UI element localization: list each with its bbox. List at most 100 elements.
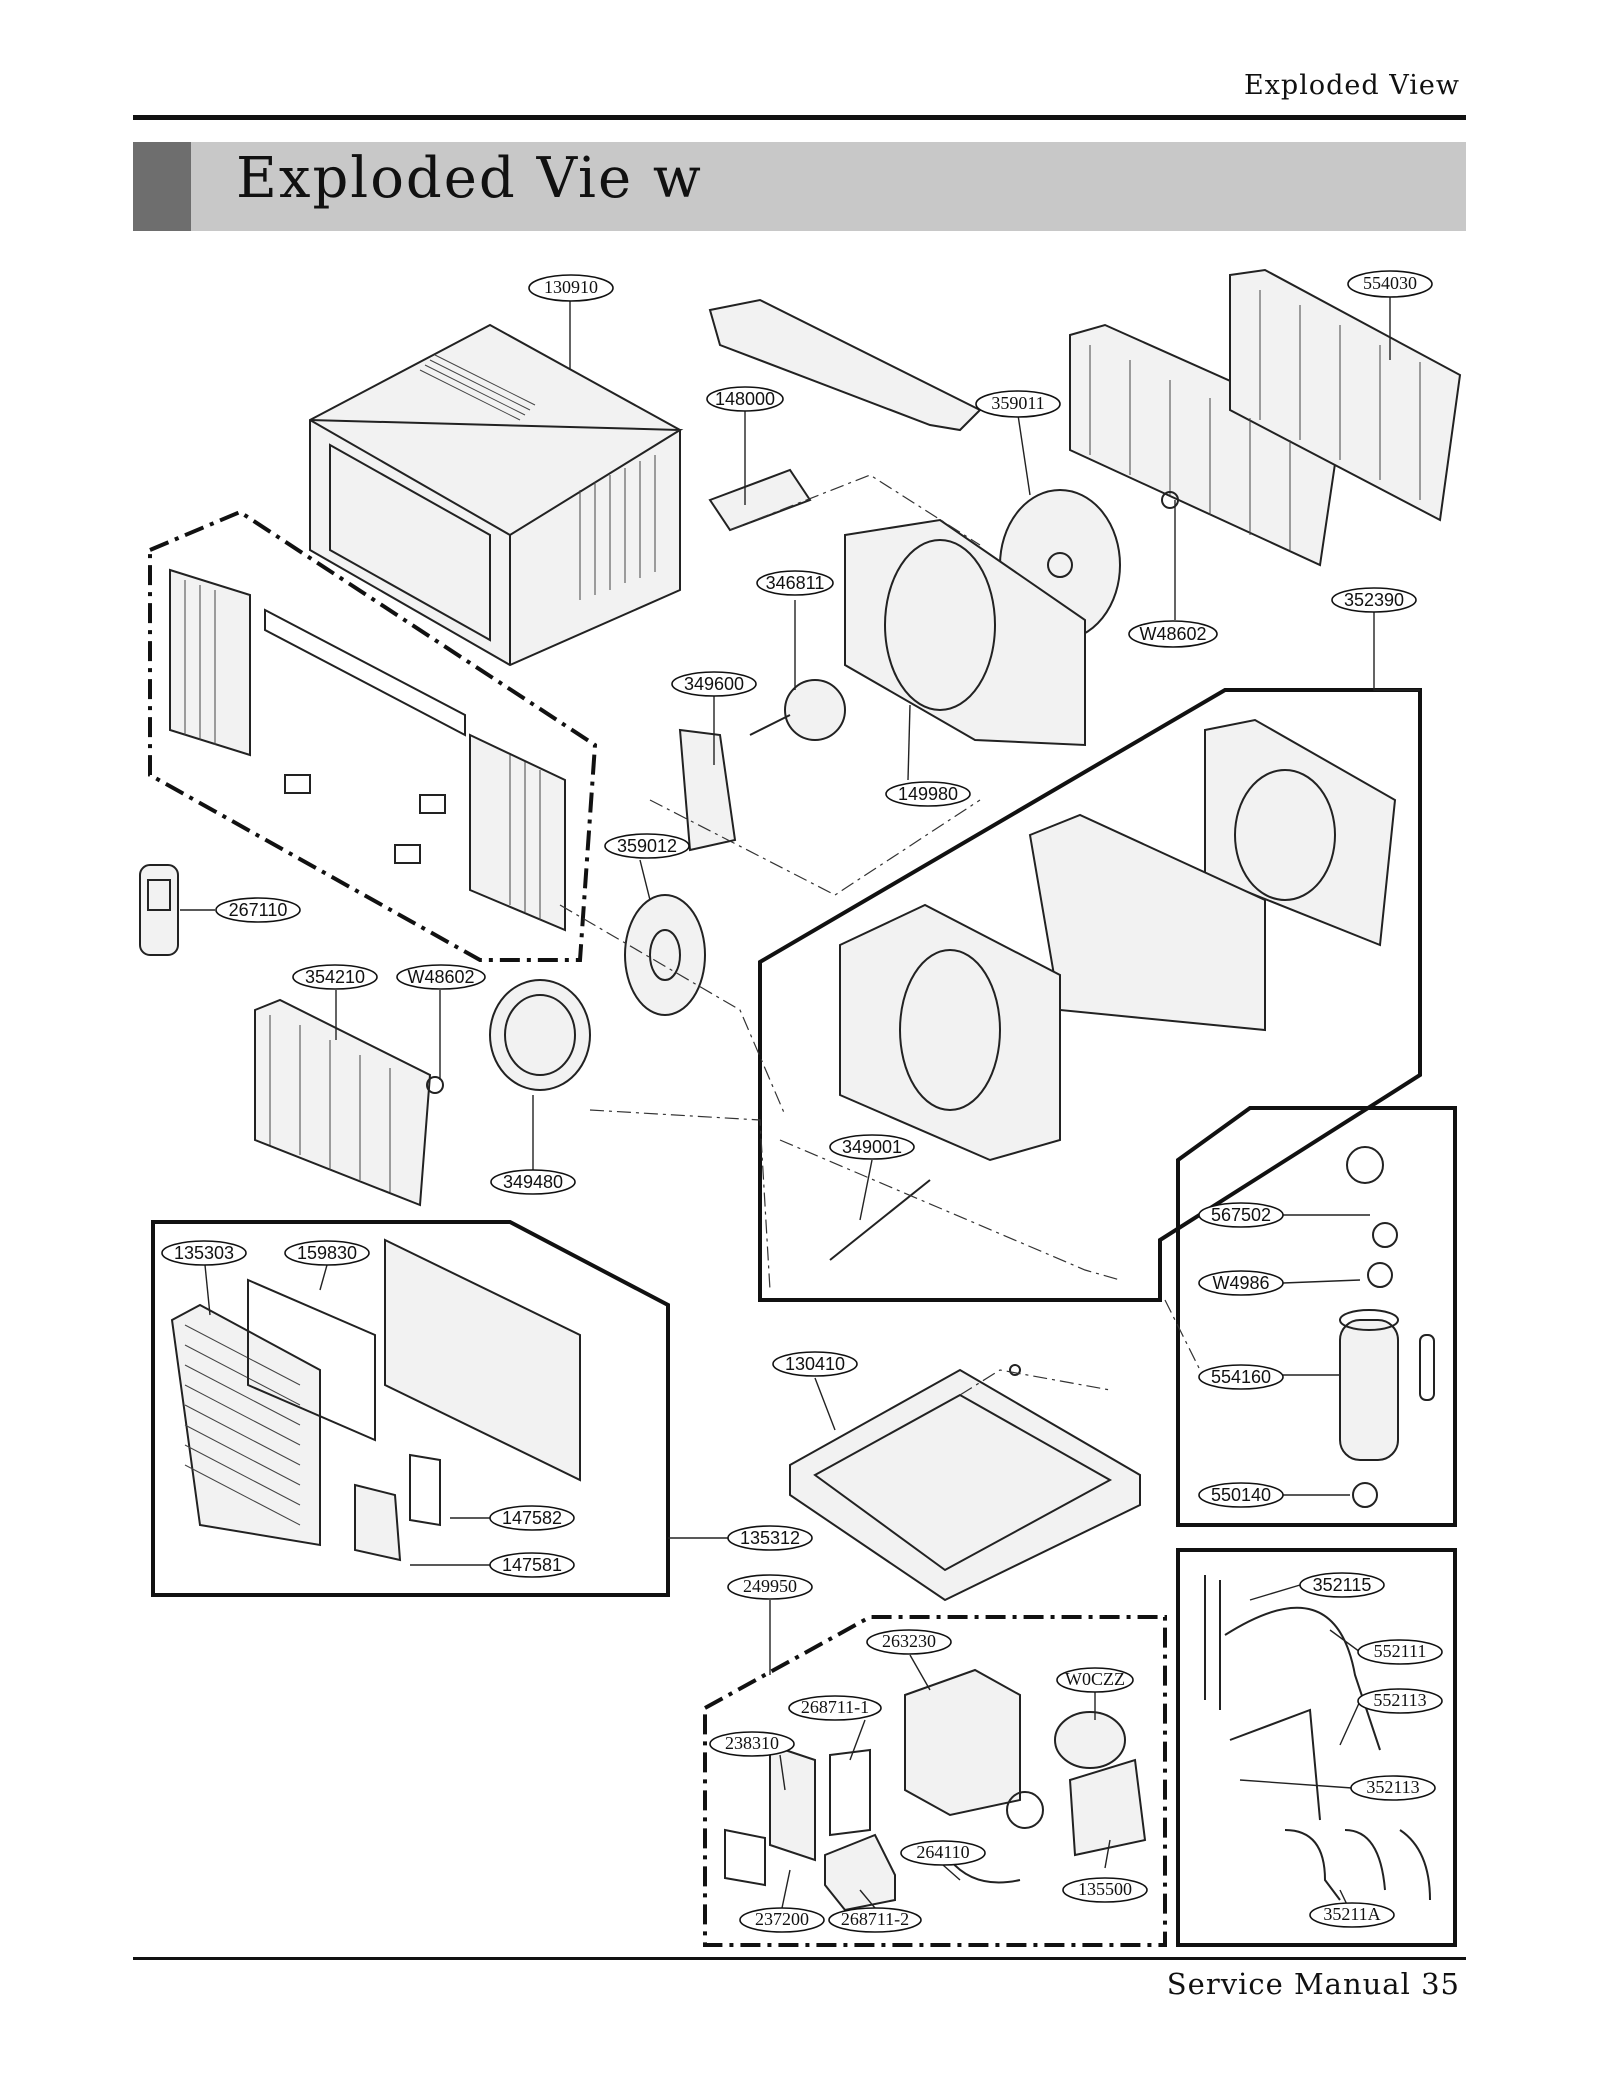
- svg-text:159830: 159830: [297, 1243, 357, 1263]
- title-banner: Exploded Vie w: [133, 142, 1466, 231]
- label-267110: 267110: [215, 897, 301, 923]
- outer-cabinet: [309, 323, 684, 667]
- label-148000: 148000: [706, 386, 784, 412]
- svg-text:147582: 147582: [502, 1508, 562, 1528]
- label-w0czz: W0CZZ: [1056, 1667, 1134, 1693]
- label-352390: 352390: [1331, 587, 1417, 613]
- label-554030: 554030: [1347, 270, 1433, 298]
- svg-text:352390: 352390: [1344, 590, 1404, 610]
- svg-text:554160: 554160: [1211, 1367, 1271, 1387]
- assembly-chain-lines: [559, 474, 1201, 1396]
- label-147582: 147582: [489, 1505, 575, 1531]
- svg-text:359011: 359011: [991, 393, 1044, 413]
- label-349600: 349600: [671, 671, 757, 697]
- svg-text:238310: 238310: [725, 1733, 779, 1753]
- svg-text:W0CZZ: W0CZZ: [1065, 1669, 1125, 1689]
- label-352113: 352113: [1350, 1775, 1436, 1801]
- svg-text:147581: 147581: [502, 1555, 562, 1575]
- svg-text:135312: 135312: [740, 1528, 800, 1548]
- svg-text:349480: 349480: [503, 1172, 563, 1192]
- label-354210: 354210: [292, 964, 378, 990]
- svg-text:552113: 552113: [1373, 1690, 1426, 1710]
- label-238310: 238310: [709, 1731, 795, 1757]
- svg-text:249950: 249950: [743, 1576, 797, 1596]
- front-grille-group: [151, 1220, 670, 1597]
- label-550140: 550140: [1198, 1482, 1284, 1508]
- piping-group: [1176, 1548, 1457, 1947]
- label-268711-2: 268711-2: [828, 1907, 922, 1933]
- svg-text:130910: 130910: [544, 277, 598, 297]
- base-pan: [789, 1364, 1141, 1602]
- svg-text:264110: 264110: [916, 1842, 969, 1862]
- label-130410: 130410: [772, 1351, 858, 1377]
- label-552111: 552111: [1357, 1639, 1443, 1665]
- page-footer: Service Manual 35: [1166, 1967, 1460, 2001]
- svg-text:268711-1: 268711-1: [801, 1697, 869, 1717]
- label-35211a: 35211A: [1309, 1902, 1395, 1928]
- svg-text:149980: 149980: [898, 784, 958, 804]
- page-section-title: Exploded View: [1244, 70, 1460, 101]
- svg-text:550140: 550140: [1211, 1485, 1271, 1505]
- leader-lines: [180, 295, 1420, 1916]
- label-147581: 147581: [489, 1552, 575, 1578]
- fan-shroud: [844, 518, 1086, 747]
- svg-text:354210: 354210: [305, 967, 365, 987]
- label-159830: 159830: [284, 1240, 370, 1266]
- label-249950: 249950: [727, 1574, 813, 1600]
- svg-text:W4986: W4986: [1212, 1273, 1269, 1293]
- label-w4986: W4986: [1198, 1270, 1284, 1296]
- banner-accent-block: [133, 142, 191, 231]
- label-567502: 567502: [1198, 1202, 1284, 1228]
- label-359012: 359012: [604, 833, 690, 859]
- top-bracket: [708, 298, 982, 532]
- label-135303: 135303: [161, 1240, 247, 1266]
- svg-text:267110: 267110: [229, 900, 288, 920]
- svg-text:W48602: W48602: [407, 967, 474, 987]
- condenser-coil: [1069, 268, 1462, 567]
- orifice-ring: [489, 979, 591, 1091]
- label-352115: 352115: [1299, 1572, 1385, 1598]
- label-552113: 552113: [1357, 1688, 1443, 1714]
- svg-text:359012: 359012: [617, 836, 677, 856]
- svg-text:349600: 349600: [684, 674, 744, 694]
- svg-text:346811: 346811: [766, 573, 825, 593]
- label-135312: 135312: [727, 1525, 813, 1551]
- label-554160: 554160: [1198, 1364, 1284, 1390]
- label-359011: 359011: [975, 390, 1061, 418]
- label-349480: 349480: [490, 1169, 576, 1195]
- air-guide-group: [758, 688, 1422, 1302]
- label-264110: 264110: [900, 1840, 986, 1866]
- blower-wheel: [624, 894, 706, 1016]
- top-rule: [133, 115, 1466, 120]
- label-130910: 130910: [528, 274, 614, 302]
- label-349001: 349001: [829, 1134, 915, 1160]
- control-box-group: [703, 1615, 1167, 1947]
- label-135500: 135500: [1062, 1877, 1148, 1903]
- label-149980: 149980: [885, 781, 971, 807]
- svg-text:W48602: W48602: [1139, 624, 1206, 644]
- svg-text:554030: 554030: [1363, 273, 1417, 293]
- label-346811: 346811: [756, 570, 834, 596]
- svg-text:130410: 130410: [785, 1354, 845, 1374]
- label-w48602-a: W48602: [1128, 620, 1218, 648]
- label-237200: 237200: [739, 1907, 825, 1933]
- side-curtain-group: [148, 509, 598, 962]
- svg-text:552111: 552111: [1374, 1641, 1427, 1661]
- svg-text:567502: 567502: [1211, 1205, 1271, 1225]
- label-w48602-b: W48602: [396, 964, 486, 990]
- label-263230: 263230: [866, 1629, 952, 1655]
- svg-text:349001: 349001: [842, 1137, 902, 1157]
- evaporator-coil: [254, 998, 444, 1207]
- fan-motor: [678, 679, 846, 852]
- compressor-group: [1176, 1106, 1457, 1527]
- svg-text:263230: 263230: [882, 1631, 936, 1651]
- label-268711-1: 268711-1: [788, 1695, 882, 1721]
- svg-text:35211A: 35211A: [1323, 1904, 1380, 1924]
- svg-text:352115: 352115: [1313, 1575, 1372, 1595]
- svg-text:268711-2: 268711-2: [841, 1909, 909, 1929]
- banner-title: Exploded Vie w: [236, 146, 703, 211]
- bottom-rule: [133, 1957, 1466, 1960]
- remote-control: [139, 864, 179, 956]
- svg-text:135303: 135303: [174, 1243, 234, 1263]
